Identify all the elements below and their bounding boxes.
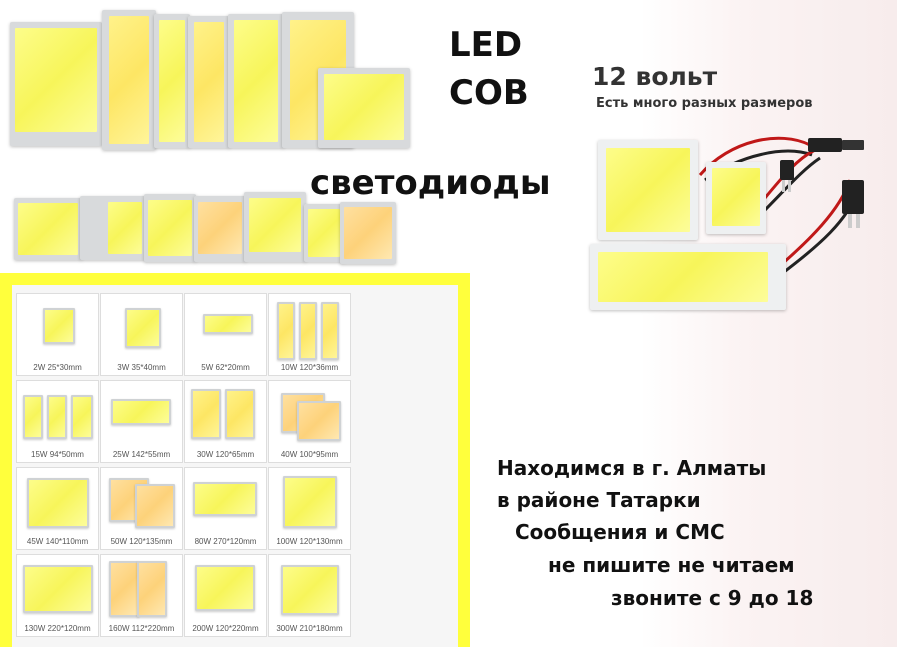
cob-module — [80, 196, 146, 260]
led-panel-long — [590, 244, 786, 310]
led-panel-large — [598, 140, 698, 240]
cob-module — [23, 395, 43, 439]
product-cell: 100W 120*130mm — [268, 467, 351, 550]
cob-module — [304, 204, 344, 262]
product-cell-label: 50W 120*135mm — [110, 537, 173, 546]
cob-module — [318, 68, 410, 148]
background-tint — [640, 0, 897, 647]
cob-module — [135, 484, 175, 528]
product-cell-label: 30W 120*65mm — [196, 450, 255, 459]
product-cell-label: 80W 270*120mm — [194, 537, 257, 546]
cob-module — [297, 401, 341, 441]
product-cell: 10W 120*36mm — [268, 293, 351, 376]
cob-module — [125, 308, 161, 348]
product-cell-label: 100W 120*130mm — [276, 537, 343, 546]
cob-module — [109, 561, 139, 617]
cob-module — [154, 14, 190, 148]
product-cell-label: 10W 120*36mm — [280, 363, 339, 372]
product-cell: 5W 62*20mm — [184, 293, 267, 376]
product-cell: 300W 210*180mm — [268, 554, 351, 637]
cob-module — [225, 389, 255, 439]
cob-module — [193, 482, 257, 516]
product-cell-label: 2W 25*30mm — [33, 363, 82, 372]
led-panel-small — [706, 162, 766, 234]
cob-module — [102, 10, 156, 150]
cob-module — [281, 565, 339, 615]
cob-module — [299, 302, 317, 360]
product-cell: 80W 270*120mm — [184, 467, 267, 550]
product-cell: 40W 100*95mm — [268, 380, 351, 463]
product-cell: 25W 142*55mm — [100, 380, 183, 463]
cob-module — [23, 565, 93, 613]
cob-module — [137, 561, 167, 617]
voltage-title: 12 вольт — [592, 62, 718, 91]
contact-call-hours: звоните с 9 до 18 — [611, 586, 814, 610]
cob-module — [194, 196, 246, 262]
cob-module — [10, 22, 102, 146]
cob-module — [71, 395, 93, 439]
headline-diodes: светодиоды — [310, 163, 551, 203]
product-cell-label: 130W 220*120mm — [24, 624, 91, 633]
product-cell-label: 5W 62*20mm — [201, 363, 250, 372]
product-cell: 160W 112*220mm — [100, 554, 183, 637]
contact-no-messages: не пишите не читаем — [548, 553, 795, 577]
cob-modules-photo-middle — [14, 192, 396, 264]
product-cell: 45W 140*110mm — [16, 467, 99, 550]
contact-district: в районе Татарки — [497, 488, 701, 512]
product-cell-label: 15W 94*50mm — [31, 450, 84, 459]
cob-module — [27, 478, 89, 528]
headline-cob: COB — [449, 73, 529, 113]
cob-module — [244, 192, 306, 262]
product-cell-label: 40W 100*95mm — [280, 450, 339, 459]
cob-modules-photo-top — [10, 10, 410, 150]
cob-module — [47, 395, 67, 439]
cob-module — [111, 399, 171, 425]
cob-module — [283, 476, 337, 528]
product-cell: 30W 120*65mm — [184, 380, 267, 463]
cob-module — [340, 202, 396, 264]
product-cell: 130W 220*120mm — [16, 554, 99, 637]
product-cell: 15W 94*50mm — [16, 380, 99, 463]
product-cell-label: 3W 35*40mm — [117, 363, 166, 372]
cob-module — [228, 14, 284, 148]
product-cell-label: 25W 142*55mm — [112, 450, 171, 459]
cob-module — [144, 194, 196, 262]
cob-module — [321, 302, 339, 360]
cob-module — [14, 198, 82, 260]
product-cell-label: 45W 140*110mm — [26, 537, 89, 546]
cob-module — [203, 314, 253, 334]
cob-module — [195, 565, 255, 611]
cob-module — [43, 308, 75, 344]
product-grid: 2W 25*30mm 3W 35*40mm 5W 62*20mm 10W 120*36… — [12, 285, 458, 647]
product-cell-label: 300W 210*180mm — [276, 624, 343, 633]
contact-location: Находимся в г. Алматы — [497, 456, 767, 480]
product-cell: 2W 25*30mm — [16, 293, 99, 376]
cob-module — [191, 389, 221, 439]
contact-messages: Сообщения и СМС — [515, 520, 725, 544]
product-cell-label: 160W 112*220mm — [108, 624, 175, 633]
product-cell: 3W 35*40mm — [100, 293, 183, 376]
product-cell-label: 200W 120*220mm — [192, 624, 259, 633]
product-cell: 200W 120*220mm — [184, 554, 267, 637]
voltage-subtitle: Есть много разных размеров — [596, 96, 813, 111]
product-cell: 50W 120*135mm — [100, 467, 183, 550]
headline-led: LED — [449, 25, 523, 65]
cob-module — [188, 16, 230, 148]
cob-module — [277, 302, 295, 360]
